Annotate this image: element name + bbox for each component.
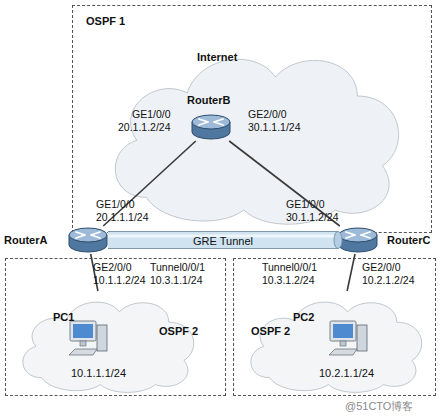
pc-stand (340, 341, 346, 346)
cloud-outline (241, 291, 431, 395)
link-line (347, 254, 355, 291)
pc-cloud: PC2 10.2.1.1/24 (241, 291, 431, 395)
cloud-shape (115, 59, 398, 224)
pc-screen (73, 324, 93, 338)
interface-label: Tunnel0/0/1 10.3.1.1/24 (150, 261, 205, 287)
node-title: OSPF 1 (86, 15, 125, 28)
pc-screen (333, 324, 353, 338)
interface-label: GE1/0/0 20.1.1.1/24 (96, 198, 149, 224)
router-top (192, 115, 230, 129)
edge-label: GRE Tunnel (193, 235, 253, 248)
router-arrows (346, 232, 370, 238)
watermark: @51CTO博客 (345, 400, 413, 413)
gre-tunnel (108, 232, 342, 249)
pc-tower (357, 325, 367, 351)
node-title: OSPF 2 (251, 325, 290, 338)
router-top (339, 228, 377, 242)
cloud-outline (13, 291, 203, 395)
interface-label: GE2/0/0 10.2.1.2/24 (362, 261, 415, 287)
pc-keyboard (329, 349, 357, 355)
interface-label: GE1/0/0 20.1.1.2/24 (118, 108, 171, 134)
router-icon (191, 113, 231, 141)
interface-label: GE1/0/0 30.1.1.2/24 (286, 198, 339, 224)
pc-monitor (70, 321, 96, 341)
router-arrows (199, 119, 223, 125)
router: RouterA (68, 226, 108, 254)
pc-icon (67, 319, 111, 359)
node-title: RouterB (187, 94, 230, 107)
interface-label: GE2/0/0 30.1.1.1/24 (248, 108, 301, 134)
node-title: PC2 (293, 311, 314, 324)
router-icon (68, 226, 108, 254)
tunnel-body (108, 232, 338, 248)
pc-cloud: PC1 10.1.1.1/24 (13, 291, 203, 395)
link-path (347, 254, 355, 291)
cloud-shape (251, 302, 422, 392)
interface-label: GE2/0/0 10.1.1.2/24 (93, 261, 146, 287)
node-title: RouterA (4, 234, 47, 247)
node-title: PC1 (53, 311, 74, 324)
router-icon (338, 226, 378, 254)
node-title: OSPF 2 (159, 325, 198, 338)
ip-address: 10.2.1.1/24 (319, 367, 374, 380)
ip-address: 10.1.1.1/24 (71, 367, 126, 380)
cloud-outline (99, 39, 414, 229)
tunnel-outline (108, 231, 338, 249)
node-title: Internet (197, 51, 237, 64)
pc-tower (97, 325, 107, 351)
pc-monitor (330, 321, 356, 341)
router: RouterC (338, 226, 378, 254)
cloud-shape (23, 302, 194, 392)
interface-label: Tunnel0/0/1 10.3.1.2/24 (262, 261, 317, 287)
pc-keyboard (69, 349, 97, 355)
pc-icon (327, 319, 371, 359)
router-top (69, 228, 107, 242)
router-arrows (76, 232, 100, 238)
internet-cloud: InternetRouterB (99, 39, 414, 229)
router: RouterB (191, 113, 231, 141)
node-title: RouterC (387, 234, 430, 247)
pc-stand (80, 341, 86, 346)
